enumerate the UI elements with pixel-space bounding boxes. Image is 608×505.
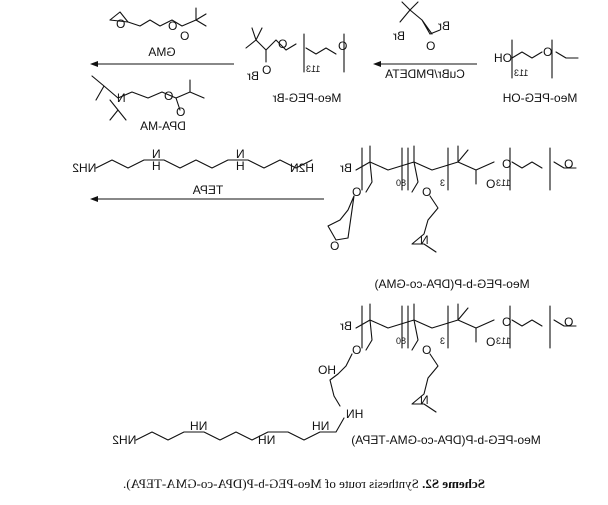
atom-br-acyl: Br <box>438 19 450 33</box>
atom-n: N <box>420 393 429 407</box>
atom-o: O <box>564 157 573 171</box>
atom-nh: NH <box>190 419 207 433</box>
atom-h: H <box>236 159 245 173</box>
atom-o: O <box>422 185 431 199</box>
atom-br: Br <box>247 69 259 83</box>
label-copolymer: Meo-PEG-b-P(DPA-co-GMA) <box>374 277 529 291</box>
atom-br: Br <box>340 161 352 175</box>
repeat-count-3: 3 <box>440 178 445 188</box>
atom-h2n: H2N <box>290 161 314 175</box>
atom-oh: OH <box>494 51 512 65</box>
atom-o: O <box>543 45 552 59</box>
repeat-count-3: 3 <box>440 336 445 346</box>
atom-o-carbonyl: O <box>176 105 185 119</box>
caption-label: Scheme S2. <box>422 476 485 491</box>
repeat-count-113: 113 <box>496 336 510 346</box>
reagent-gma: GMA <box>148 45 175 59</box>
atom-o-epoxide: O <box>116 17 125 31</box>
reagent-tepa: TEPA <box>193 183 223 197</box>
atom-nh: NH <box>258 433 275 447</box>
atom-o: O <box>502 315 511 329</box>
repeat-count-113: 113 <box>496 178 510 188</box>
atom-n: N <box>117 91 126 105</box>
atom-o-epoxide: O <box>330 239 339 253</box>
atom-o: O <box>486 335 495 349</box>
atom-o-ester: O <box>164 89 173 103</box>
repeat-count-80: 80 <box>396 178 406 188</box>
atom-o-ether: O <box>338 39 347 53</box>
molecule-product: Br 80 3 113 O O O O O HO HN N NH2 NH NH … <box>112 303 577 447</box>
repeat-count-80: 80 <box>396 336 406 346</box>
label-meo-peg-oh: Meo-PEG-OH <box>503 91 578 105</box>
atom-o: O <box>422 343 431 357</box>
label-meo-peg-br: Meo-PEG-Br <box>273 91 342 105</box>
arrow-gma <box>90 61 234 67</box>
atom-o: O <box>502 157 511 171</box>
repeat-count: 113 <box>306 64 320 74</box>
atom-o-ester: O <box>168 19 177 33</box>
atom-o-carbonyl: O <box>180 29 189 43</box>
molecule-gma: O O O <box>109 7 207 43</box>
arrow-cubr <box>373 61 477 67</box>
molecule-bromoisobutyryl-bromide: Br Br O <box>393 1 450 53</box>
molecule-dpa-ma: N O O <box>91 75 205 121</box>
atom-o-carbonyl: O <box>262 63 271 77</box>
atom-hn: HN <box>346 407 363 421</box>
atom-nh: NH <box>312 419 329 433</box>
atom-n: N <box>236 147 245 161</box>
atom-nh2: NH2 <box>112 433 136 447</box>
label-product: Meo-PEG-b-P(DPA-co-GMA-TEPA) <box>351 433 541 447</box>
repeat-count: 113 <box>514 68 528 78</box>
atom-ho: HO <box>318 363 336 377</box>
reagent-dpa-ma: DPA-MA <box>140 119 186 133</box>
molecule-meo-peg-oh: OH O 113 Meo-PEG-OH <box>494 39 579 105</box>
molecule-copolymer: Br 80 3 113 O O O O O O N Meo-PEG-b-P(DP… <box>327 145 577 291</box>
atom-h: H <box>152 159 161 173</box>
atom-o: O <box>564 315 573 329</box>
scheme-caption: Scheme S2. Synthesis route of Meo-PEG-b-… <box>0 476 608 492</box>
atom-o-carbonyl: O <box>426 39 435 53</box>
atom-o: O <box>352 185 361 199</box>
molecule-meo-peg-br: Br O O O 113 Meo-PEG-Br <box>245 27 347 105</box>
atom-n: N <box>152 147 161 161</box>
caption-text: Synthesis route of Meo-PEG-b-P(DPA-co-GM… <box>123 476 419 491</box>
atom-br: Br <box>340 319 352 333</box>
atom-o-ester: O <box>278 37 287 51</box>
atom-o: O <box>486 177 495 191</box>
atom-nh2: NH2 <box>72 161 96 175</box>
atom-n: N <box>420 233 429 247</box>
arrow-tepa <box>90 196 324 202</box>
atom-o: O <box>352 343 361 357</box>
tepa-reagent: NH2 N H N H H2N <box>72 147 314 175</box>
atom-br: Br <box>393 29 405 43</box>
reagent-cubr-pmdeta: CuBr/PMDETA <box>385 67 465 81</box>
